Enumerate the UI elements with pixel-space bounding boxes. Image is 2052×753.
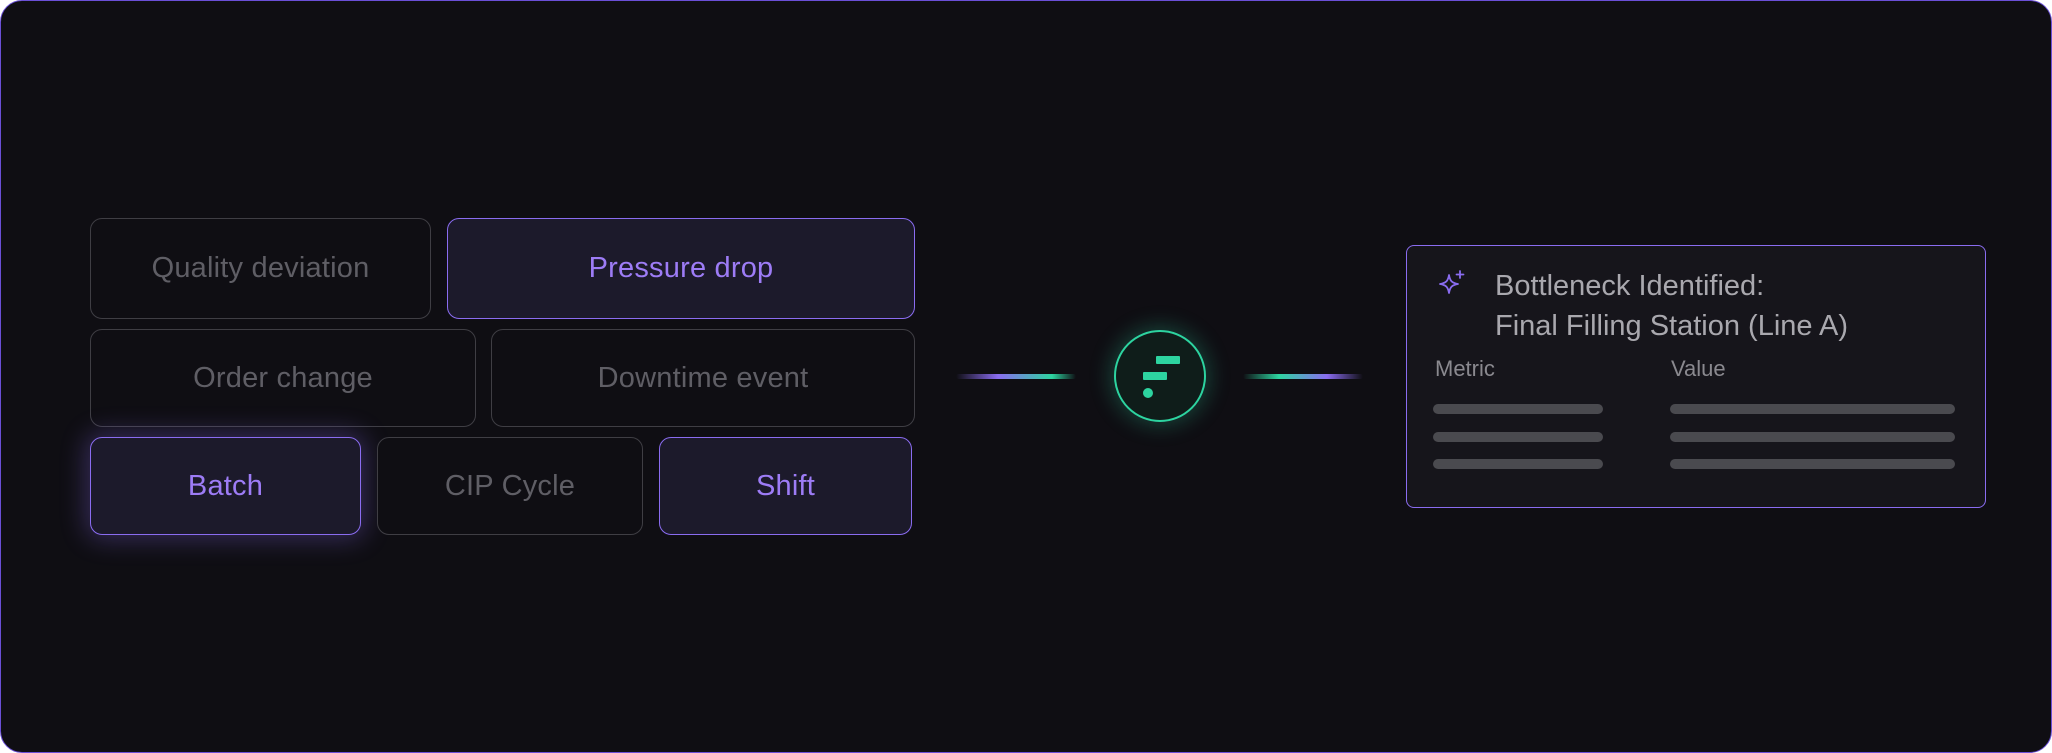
connector-right [1243, 374, 1363, 379]
skeleton-line-metric [1433, 459, 1603, 469]
skeleton-line-value [1670, 432, 1955, 442]
result-card: Bottleneck Identified: Final Filling Sta… [1406, 245, 1986, 508]
skeleton-line-metric [1433, 404, 1603, 414]
chip-label: Order change [193, 361, 373, 394]
result-title-line1: Bottleneck Identified: [1495, 270, 1765, 302]
chip-label: Batch [187, 469, 264, 502]
connector-left [956, 374, 1076, 379]
chip-cip-cycle[interactable]: CIP Cycle [377, 437, 643, 535]
chip-batch[interactable]: Batch [90, 437, 361, 535]
chip-label: Shift [755, 469, 816, 502]
chip-quality-deviation[interactable]: Quality deviation [90, 218, 431, 319]
result-title-line2: Final Filling Station (Line A) [1495, 310, 1848, 342]
chip-label: Downtime event [597, 361, 809, 394]
column-header-metric: Metric [1435, 356, 1495, 381]
chip-label: Quality deviation [151, 252, 370, 284]
skeleton-line-metric [1433, 432, 1603, 442]
skeleton-line-value [1670, 404, 1955, 414]
column-header-value: Value [1671, 356, 1726, 381]
skeleton-line-value [1670, 459, 1955, 469]
chip-downtime-event[interactable]: Downtime event [491, 329, 915, 427]
sparkle-icon [1439, 270, 1465, 294]
chip-order-change[interactable]: Order change [90, 329, 476, 427]
processing-hub [1114, 330, 1206, 422]
chip-label: Pressure drop [588, 252, 774, 284]
chip-shift[interactable]: Shift [659, 437, 912, 535]
chip-label: CIP Cycle [444, 469, 576, 502]
chip-pressure-drop[interactable]: Pressure drop [447, 218, 915, 319]
processing-bars-icon [1143, 356, 1180, 398]
result-title: Bottleneck Identified: Final Filling Sta… [1495, 266, 1848, 346]
